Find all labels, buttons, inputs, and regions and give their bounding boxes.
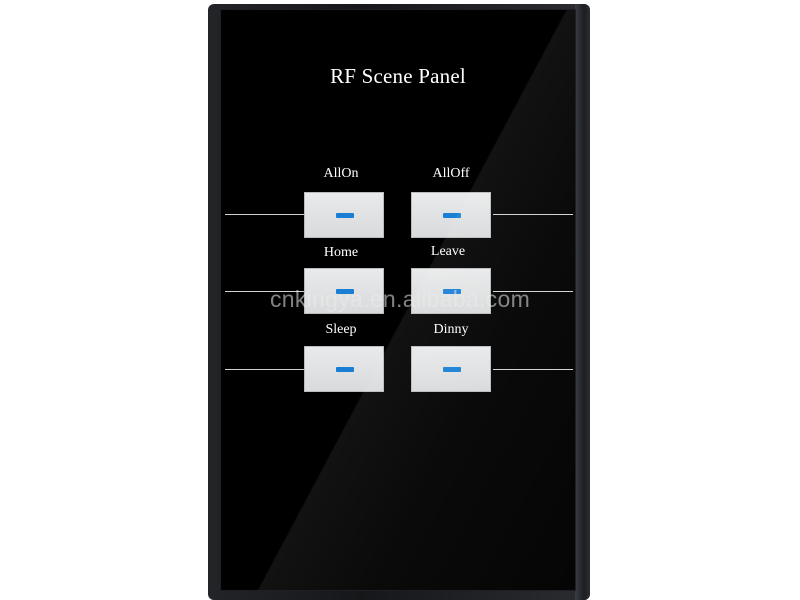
led-indicator-icon	[336, 213, 354, 218]
leave-label: Leave	[430, 244, 466, 259]
led-indicator-icon	[443, 289, 461, 294]
glass-reflection	[221, 10, 575, 590]
dinny-button[interactable]	[411, 346, 491, 392]
sleep-label: Sleep	[325, 322, 357, 337]
divider-line	[493, 369, 573, 370]
all-on-button[interactable]	[304, 192, 384, 238]
scene-panel-glass: RF Scene Panel AllOn AllOff Home Leave S…	[220, 9, 576, 591]
led-indicator-icon	[443, 367, 461, 372]
divider-line	[225, 291, 305, 292]
all-off-button[interactable]	[411, 192, 491, 238]
divider-line	[493, 291, 573, 292]
alloff-label-left: AllOn	[323, 166, 359, 181]
home-button[interactable]	[304, 268, 384, 314]
divider-line	[225, 214, 305, 215]
sleep-button[interactable]	[304, 346, 384, 392]
panel-title: RF Scene Panel	[330, 64, 466, 88]
led-indicator-icon	[443, 213, 461, 218]
divider-line	[493, 214, 573, 215]
home-label: Home	[323, 245, 359, 260]
divider-line	[225, 369, 305, 370]
leave-button[interactable]	[411, 268, 491, 314]
all-off-label: AllOff	[432, 166, 470, 181]
panel-side-edge	[575, 4, 590, 600]
dinny-label: Dinny	[433, 322, 469, 337]
led-indicator-icon	[336, 367, 354, 372]
led-indicator-icon	[336, 289, 354, 294]
